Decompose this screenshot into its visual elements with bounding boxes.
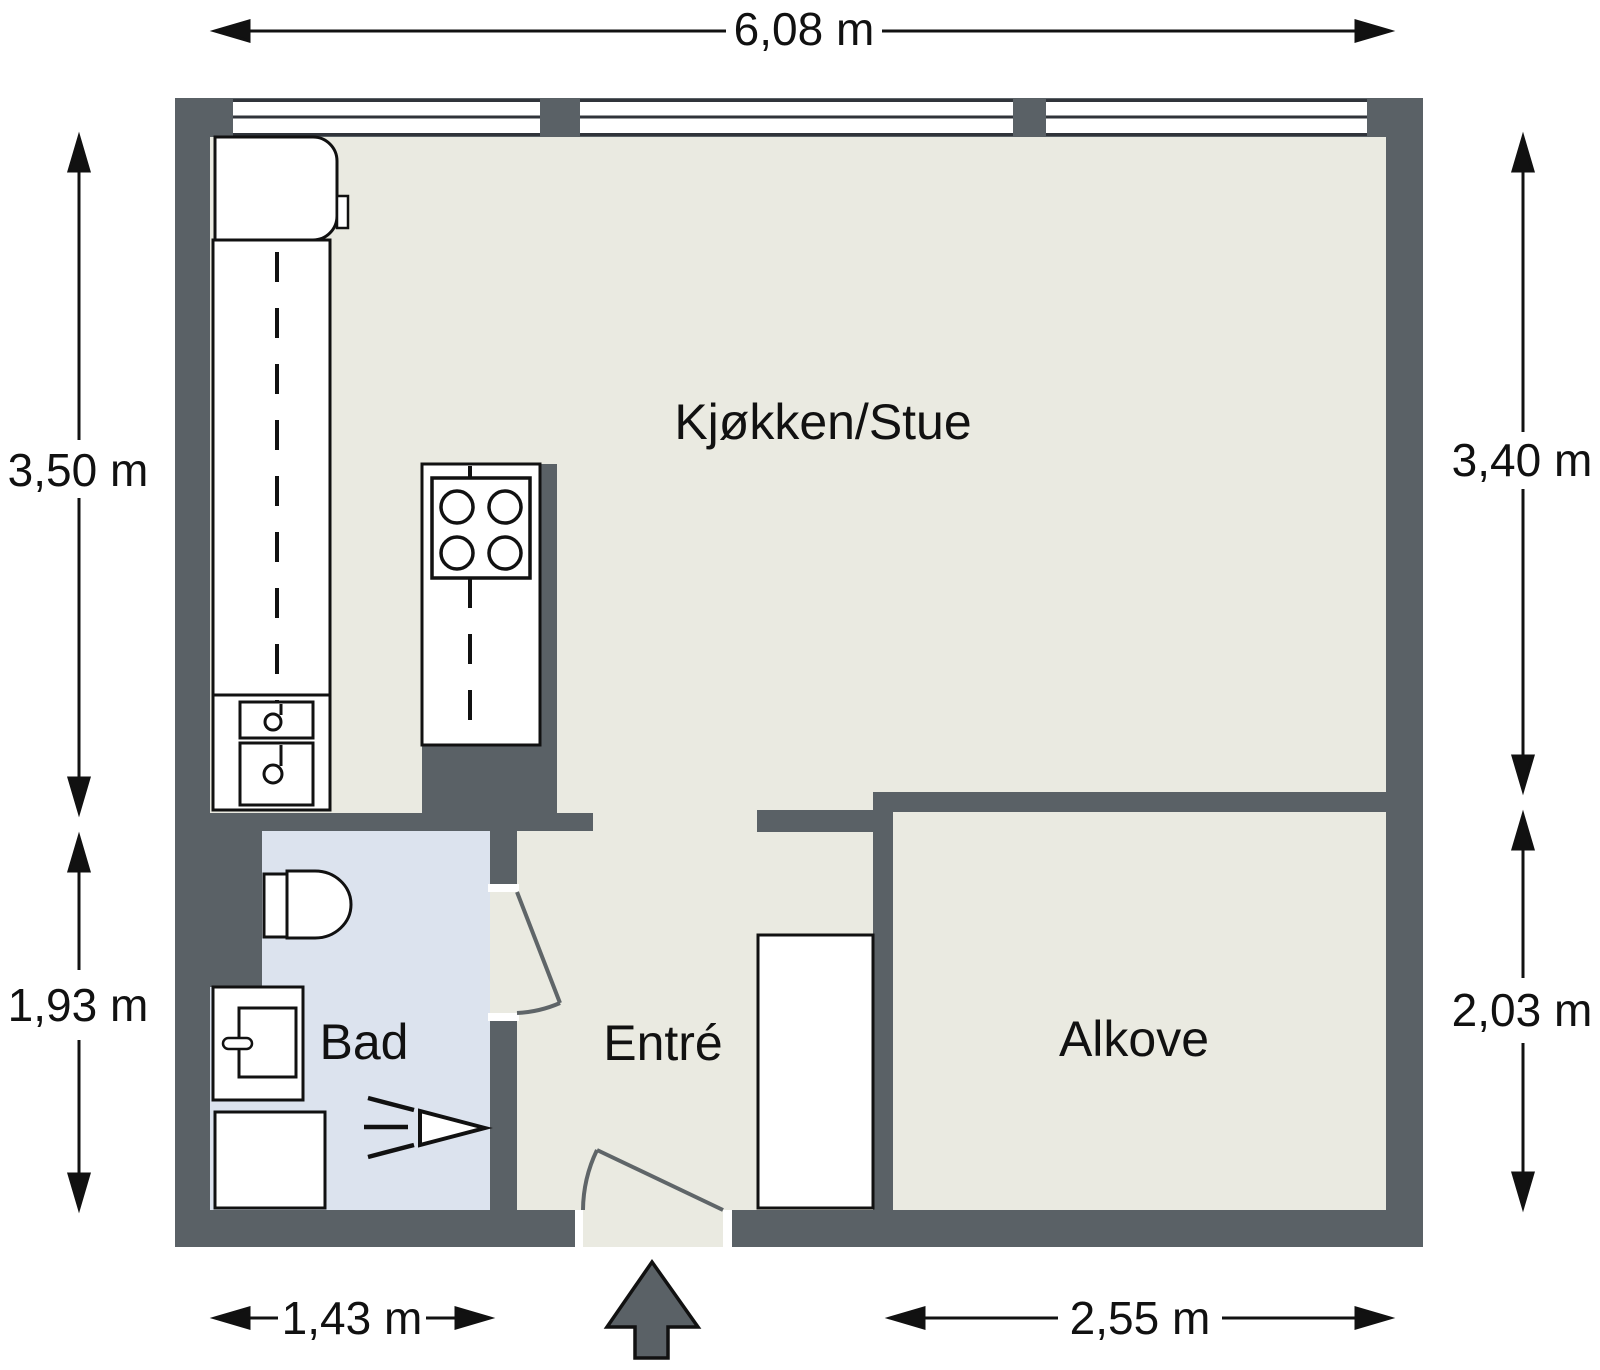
window-3 [1046,99,1367,136]
shower-head-icon [364,1095,493,1160]
dimension-bottom-right [884,1305,1396,1331]
room-label-alcove: Alkove [1059,1011,1209,1067]
wall-bathroom-right-upper [490,830,517,892]
bathroom-door-arc [516,1001,561,1015]
wall-behind-stove [538,464,557,743]
entry-door-opening [583,1210,723,1247]
arrowhead-right-icon [1354,18,1396,44]
dimension-bottom-left [209,1305,496,1331]
entry-door-jamb-right [723,1210,732,1247]
kitchen-sink [238,700,315,807]
entry-door-arc [581,1149,599,1211]
shower-tray [213,1110,327,1210]
bathroom-door-jamb-bottom [488,1013,519,1021]
window-2 [580,99,1013,136]
arrowhead-right-icon [1354,1305,1396,1331]
windows [233,99,1367,136]
entry-door-jamb-left [575,1210,583,1247]
entry-door-leaf [596,1148,724,1212]
dimension-lines [66,18,1536,1331]
dimension-top [209,18,1396,44]
burner [487,489,523,525]
kitchen-fixtures [211,135,542,812]
bathroom-fixtures [211,869,493,1210]
wall-exterior-bottom [175,1210,1423,1247]
wall-stove-stub [422,743,557,813]
dimension-label-bottom-right: 2,55 m [1070,1292,1211,1344]
burner [439,489,475,525]
arrowhead-up-icon [1510,809,1536,851]
labels: 6,08 m 3,50 m 1,93 m 3,40 m 2,03 m 1,43 … [8,3,1593,1344]
arrowhead-down-icon [66,1172,92,1214]
door-openings [488,884,732,1247]
room-label-bathroom: Bad [320,1014,409,1070]
stove-cooktop [430,476,532,580]
washbasin-tap [221,1036,254,1051]
wall-bathroom-right-lower [490,1013,517,1210]
arrowhead-left-icon [209,18,251,44]
kitchen-counter [211,238,332,812]
dimension-label-bottom-left: 1,43 m [282,1292,423,1344]
dimension-label-left-upper: 3,50 m [8,444,149,496]
room-label-kitchen-living: Kjøkken/Stue [674,394,971,450]
arrowhead-left-icon [884,1305,926,1331]
wall-bathroom-notch [210,830,262,987]
arrowhead-up-icon [66,131,92,173]
stove-counter [420,462,542,747]
wall-alcove-left [873,812,893,1210]
bathroom-door-jamb-top [488,884,519,892]
wall-bathroom-top [210,813,593,831]
walls [175,98,1423,1247]
bathroom-door-leaf [515,891,562,1004]
dimension-left-lower [66,831,92,1214]
dimension-right-lower [1510,809,1536,1213]
arrowhead-up-icon [66,831,92,873]
arrowhead-right-icon [454,1305,496,1331]
wall-exterior-right [1386,98,1423,1247]
arrowhead-down-icon [1510,754,1536,796]
dimension-left-upper [66,131,92,818]
wall-entry-north [757,810,893,832]
dimension-label-left-lower: 1,93 m [8,979,149,1031]
dimension-label-right-upper: 3,40 m [1452,434,1593,486]
entry-arrow-icon [603,1258,702,1360]
window-1 [233,99,540,136]
fridge [213,135,339,242]
arrowhead-up-icon [1510,131,1536,173]
dimension-label-top: 6,08 m [734,3,875,55]
room-label-entry: Entré [603,1015,723,1071]
wardrobe [756,933,875,1210]
burner [439,535,475,571]
arrowhead-down-icon [66,776,92,818]
arrowhead-left-icon [209,1305,251,1331]
dimension-right-upper [1510,131,1536,796]
door-swings [515,891,724,1212]
bathroom-door-opening [490,892,517,1013]
arrowhead-down-icon [1510,1171,1536,1213]
burner [487,535,523,571]
toilet [262,869,353,940]
dimension-label-right-lower: 2,03 m [1452,984,1593,1036]
fridge-handle [335,194,350,230]
wall-alcove-top [873,792,1386,812]
wall-exterior-left [175,98,210,1247]
washbasin [211,985,305,1102]
